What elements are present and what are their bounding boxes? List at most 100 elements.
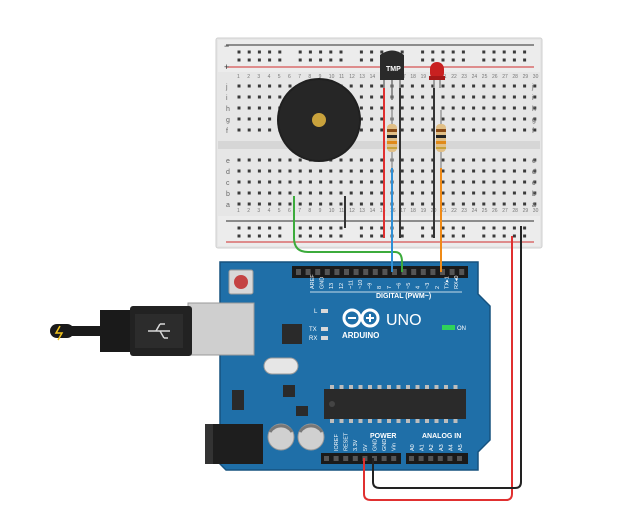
row-letter: j <box>225 84 228 91</box>
usb-chip <box>282 324 302 344</box>
column-number: 8 <box>308 74 311 80</box>
usb-port <box>187 302 255 356</box>
power-jack <box>205 424 263 464</box>
column-number: 30 <box>533 74 539 80</box>
lightning-icon <box>54 325 64 341</box>
column-number: 22 <box>451 208 457 214</box>
power-pin-label: 5V <box>363 444 369 451</box>
row-letter: g <box>532 117 536 124</box>
usb-cable <box>50 306 192 356</box>
digital-pin-label: 2 <box>435 286 441 289</box>
row-letter: a <box>226 202 230 209</box>
column-number: 13 <box>359 208 365 214</box>
connection-wires <box>293 168 522 501</box>
column-number: 17 <box>400 208 406 214</box>
digital-pin-label: 7 <box>387 286 393 289</box>
row-letter: c <box>226 180 230 187</box>
power-pin-label: RESET <box>344 432 350 451</box>
digital-pin-label: ~5 <box>406 283 412 289</box>
digital-pin-label: ~6 <box>396 283 402 289</box>
resistor-1[interactable] <box>387 110 397 168</box>
breadboard-wires <box>344 88 435 238</box>
column-number: 14 <box>370 74 376 80</box>
column-number: 12 <box>349 74 355 80</box>
red-wire <box>363 236 513 501</box>
regulator <box>232 390 244 410</box>
led-l <box>321 309 328 313</box>
resistor-2[interactable] <box>436 110 446 168</box>
power-pin-label: Vin <box>392 443 398 451</box>
board-brand: ARDUINO <box>342 331 379 340</box>
column-number: 19 <box>421 208 427 214</box>
row-letter: e <box>226 158 230 165</box>
crystal <box>263 357 299 375</box>
microcontroller <box>324 389 466 419</box>
column-number: 8 <box>308 208 311 214</box>
analog-label: ANALOG IN <box>422 433 461 440</box>
column-number: 18 <box>410 74 416 80</box>
row-letter: g <box>226 117 230 124</box>
column-number: 19 <box>421 74 427 80</box>
column-number: 27 <box>502 208 508 214</box>
red-led[interactable] <box>429 62 445 88</box>
led-tx <box>321 327 328 331</box>
digital-pin-label: ~11 <box>348 280 354 289</box>
row-letter: f <box>226 128 228 135</box>
column-number: 26 <box>492 208 498 214</box>
capacitor-1 <box>267 423 295 451</box>
column-number: 11 <box>339 208 344 214</box>
analog-pin-label: A3 <box>439 444 445 451</box>
column-number: 29 <box>523 74 529 80</box>
row-letter: h <box>226 106 230 113</box>
column-number: 4 <box>268 74 271 80</box>
capacitor-2 <box>297 423 325 451</box>
column-number: 21 <box>441 208 447 214</box>
column-number: 23 <box>461 208 467 214</box>
column-number: 27 <box>502 74 508 80</box>
column-number: 24 <box>472 74 478 80</box>
row-letter: j <box>531 84 534 91</box>
digital-pin-label: TX▸1 <box>444 276 450 289</box>
analog-pin-label: A5 <box>458 444 464 451</box>
column-number: 25 <box>482 208 488 214</box>
reset-button-cap <box>234 275 248 289</box>
on-label: ON <box>457 326 466 332</box>
digital-pin-label: 4 <box>416 286 422 289</box>
row-letter: e <box>532 158 536 165</box>
digital-pin-label: ~10 <box>358 280 364 289</box>
analog-pin-label: A2 <box>429 444 435 451</box>
row-letter: b <box>532 191 536 198</box>
piezo-buzzer[interactable] <box>277 78 361 162</box>
digital-pin-label: 8 <box>377 286 383 289</box>
digital-pin-label: GND <box>320 277 326 289</box>
board-model: UNO <box>386 312 422 329</box>
digital-pin-label: ~3 <box>425 283 431 289</box>
power-on-led <box>442 325 455 330</box>
analog-pin-label: A0 <box>410 444 416 451</box>
row-letter: d <box>226 169 230 176</box>
led-l-label: L <box>314 309 318 315</box>
power-pin-label: 3.3V <box>353 439 359 451</box>
column-number: 30 <box>533 208 539 214</box>
column-number: 7 <box>298 208 301 214</box>
black-wire <box>372 226 522 489</box>
row-letter: a <box>532 202 536 209</box>
led-rx <box>321 336 328 340</box>
led-tx-label: TX <box>309 327 317 333</box>
sensor-label: TMP <box>386 66 401 73</box>
power-pin-label: IOREF <box>334 434 340 451</box>
column-number: 29 <box>523 208 529 214</box>
column-number: 23 <box>461 74 467 80</box>
power-header <box>321 453 401 464</box>
column-number: 2 <box>247 208 250 214</box>
digital-pin-label: RX◂0 <box>454 276 460 289</box>
power-pin-label: GND <box>372 439 378 451</box>
column-number: 10 <box>329 208 335 214</box>
digital-pin-label: 12 <box>339 283 345 289</box>
rail-minus-label: − <box>224 41 229 51</box>
row-letter: h <box>532 106 536 113</box>
column-number: 26 <box>492 74 498 80</box>
column-number: 18 <box>410 208 416 214</box>
